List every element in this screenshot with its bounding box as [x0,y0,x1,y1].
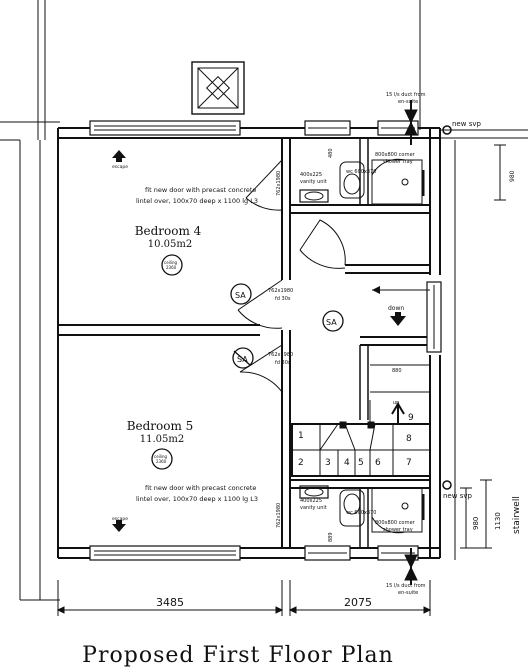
sa-circles [151,254,344,470]
staircase [291,400,431,477]
vanity-top-label: vanity unit [300,179,327,185]
tread-3: 3 [325,458,331,468]
ceiling-1-b: 2360 [166,265,177,270]
vanity-bot-size: 400x225 [300,498,322,504]
wc-top-label: wc 600x370 [346,169,376,175]
bedroom-4-name: Bedroom 4 [135,224,202,238]
up-label: up [393,400,399,406]
escape-arrow-icons [112,150,406,532]
shower-top-1: 800x800 corner [375,152,416,158]
stair-tread-numbers: 1 2 3 4 5 6 7 8 9 [298,413,414,468]
wc-bot-label: wc 600x370 [346,510,376,516]
windows [89,120,442,561]
duct-top-line1: 15 l/s duct from [386,92,426,98]
dim-right-width: 2075 [344,596,372,609]
tread-8: 8 [406,434,412,444]
door-size-a: 762x1980 [276,171,282,196]
duct-bot-line2: en-suite [398,590,418,596]
tread-4: 4 [344,458,350,468]
door-size-d: 762x1980 [276,503,282,528]
svp-bottom-label: new svp [443,492,472,500]
tread-7: 7 [406,458,412,468]
dim-left-width: 3485 [156,596,184,609]
tread-2: 2 [298,458,304,468]
vanity-top-size: 400x225 [300,172,322,178]
annotations: fit new door with precast concrete linte… [112,92,522,596]
shower-bot-2: shower tray [383,527,413,533]
door-size-c: 762x1980 [268,352,293,358]
ceiling-2-b: 2360 [156,459,167,464]
fd-2: fd 30s [275,360,291,366]
dim-bot-1130: 1130 [494,512,502,530]
dim-bot-980: 980 [472,517,480,530]
ceiling-1-a: ceiling [164,260,178,265]
shower-top-2: shower tray [383,159,413,165]
svp-bottom-marker [404,480,452,585]
door-note-top-1: fit new door with precast concrete [145,186,256,194]
dim-top-480: 480 [328,148,334,158]
arrow-head-icon [372,286,380,294]
tread-1: 1 [298,431,304,441]
bedroom-5-area: 11.05m2 [140,434,184,445]
room-labels: Bedroom 4 10.05m2 Bedroom 5 11.05m2 [127,224,202,445]
duct-top-line2: en-suite [398,99,418,105]
bedroom-4-area: 10.05m2 [148,239,192,250]
dim-bot-889: 889 [328,532,334,542]
dimension-labels: 3485 2075 980 980 1130 480 889 880 [156,148,516,609]
construction-lines [0,0,528,601]
svp-top-label: new svp [452,120,481,128]
door-note-bot-1: fit new door with precast concrete [145,484,256,492]
tread-9: 9 [408,413,414,423]
page-title: Proposed First Floor Plan [82,643,394,668]
escape-top-label: escape [112,165,128,170]
tread-5: 5 [358,458,364,468]
stairwell-label: stairwell [512,496,522,534]
fd-1: fd 30s [275,296,291,302]
door-size-b: 762x1980 [268,288,293,294]
ceiling-2-a: ceiling [154,454,168,459]
dim-stair-880: 880 [392,368,402,374]
down-label: down [388,305,404,312]
tread-6: 6 [375,458,381,468]
sa-label-2: SA [326,318,337,327]
escape-bottom-label: escape [112,517,128,522]
dim-top-980: 980 [509,170,516,182]
vanity-bot-label: vanity unit [300,505,327,511]
sa-label-3: SA [237,355,248,364]
duct-bot-line1: 15 l/s duct from [386,583,426,589]
shower-bot-1: 800x800 corner [375,520,416,526]
svp-top-marker [404,100,452,145]
ensuite-top-fixtures [299,158,425,205]
ensuite-bottom-fixtures [299,485,425,534]
roof-light [191,61,245,115]
door-note-bot-2: lintel over, 100x70 deep x 1100 lg L3 [136,495,258,503]
door-note-top-2: lintel over, 100x70 deep x 1100 lg L3 [136,197,258,205]
sa-label-1: SA [235,291,246,300]
dimension-lines [56,144,506,616]
bedroom-5-name: Bedroom 5 [127,419,194,433]
